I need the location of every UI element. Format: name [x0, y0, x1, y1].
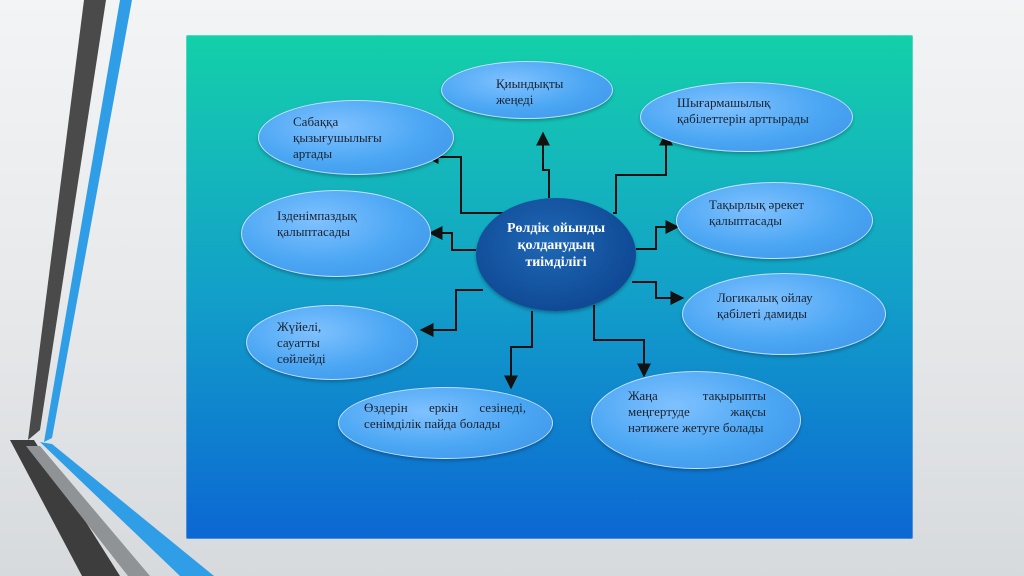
- gray-bar-lower: [26, 446, 150, 576]
- connector-problem: [636, 220, 680, 250]
- node-difficulty: Қиындықты жеңеді: [441, 61, 613, 119]
- node-newtopic: Жаңа тақырыпты меңгертуде жақсы нәтижеге…: [591, 371, 801, 469]
- node-newtopic-text: Жаңа тақырыпты меңгертуде жақсы нәтижеге…: [628, 388, 766, 435]
- node-research: Ізденімпаздық қалыптасады: [241, 190, 431, 277]
- node-research-text: Ізденімпаздық қалыптасады: [277, 208, 357, 239]
- node-creativity: Шығармашылық қабілеттерін арттырады: [640, 82, 853, 152]
- connector-newtopic: [593, 305, 651, 378]
- connector-logic: [632, 281, 685, 305]
- dark-bar: [28, 0, 106, 440]
- node-speech-text: Жүйелі, сауатты сөйлейді: [277, 319, 326, 366]
- slide-panel: Қиындықты жеңеді Шығармашылық қабілеттер…: [186, 35, 913, 539]
- connector-creativity: [613, 131, 673, 214]
- node-speech: Жүйелі, сауатты сөйлейді: [246, 305, 418, 380]
- center-node-text: Рөлдік ойынды қолданудың тиімділігі: [506, 221, 606, 270]
- node-problem: Тақырлық әрекет қалыптасады: [676, 182, 873, 259]
- node-interest: Сабаққа қызығушылығы артады: [258, 100, 454, 175]
- connector-speech: [419, 289, 483, 337]
- node-problem-text: Тақырлық әрекет қалыптасады: [709, 197, 805, 228]
- connector-difficulty: [536, 131, 550, 198]
- node-confidence: Өздерін еркін сезінеді, сенімділік пайда…: [338, 387, 553, 459]
- dark-bar-lower: [10, 440, 120, 576]
- node-difficulty-text: Қиындықты жеңеді: [496, 76, 564, 107]
- node-logic-text: Логикалық ойлау қабілеті дамиды: [717, 290, 813, 321]
- center-node: Рөлдік ойынды қолданудың тиімділігі: [476, 198, 636, 311]
- node-creativity-text: Шығармашылық қабілеттерін арттырады: [677, 95, 809, 126]
- blue-bar: [44, 0, 132, 442]
- node-logic: Логикалық ойлау қабілеті дамиды: [682, 273, 886, 355]
- connector-interest: [424, 150, 504, 214]
- connector-confidence: [504, 311, 533, 390]
- node-interest-text: Сабаққа қызығушылығы артады: [293, 114, 382, 161]
- connector-research: [428, 226, 476, 251]
- node-confidence-text: Өздерін еркін сезінеді, сенімділік пайда…: [364, 400, 526, 431]
